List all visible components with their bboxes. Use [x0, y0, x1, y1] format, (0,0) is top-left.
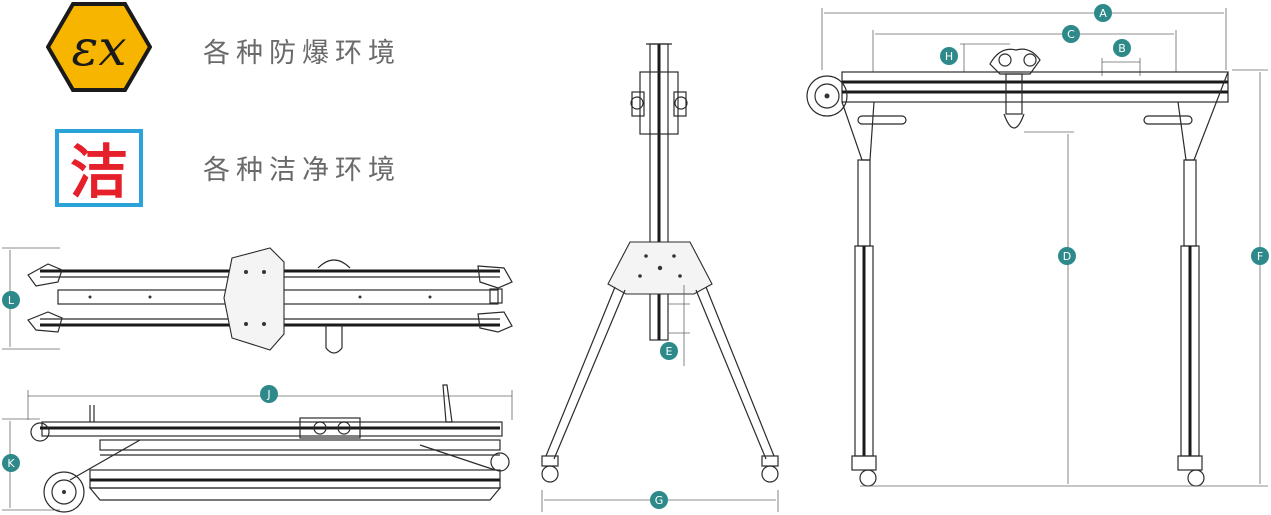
svg-text:F: F: [1257, 250, 1263, 263]
svg-text:C: C: [1067, 28, 1075, 41]
front-view: [806, 8, 1268, 487]
folded-top-view: [2, 247, 513, 354]
ex-symbol-text: εx: [71, 19, 126, 77]
marker-l: L: [2, 291, 20, 309]
svg-text:A: A: [1099, 7, 1107, 20]
marker-c: C: [1062, 25, 1080, 43]
svg-text:B: B: [1118, 42, 1126, 55]
svg-text:J: J: [266, 388, 270, 401]
svg-text:E: E: [666, 345, 673, 358]
marker-f: F: [1251, 247, 1269, 265]
explosion-proof-icon: εx: [46, 2, 152, 92]
svg-text:D: D: [1063, 250, 1071, 263]
marker-g: G: [650, 491, 668, 509]
svg-text:L: L: [8, 294, 15, 307]
marker-e: E: [660, 342, 678, 360]
clean-symbol-text: 洁: [70, 138, 128, 206]
svg-text:H: H: [945, 50, 953, 63]
cleanroom-icon: 洁: [55, 129, 143, 207]
end-view: [541, 43, 779, 512]
svg-text:G: G: [655, 494, 664, 507]
marker-k: K: [2, 454, 20, 472]
folded-side-view: [2, 384, 513, 513]
ex-caption: 各种防爆环境: [203, 38, 401, 69]
marker-d: D: [1058, 247, 1076, 265]
clean-caption: 各种洁净环境: [203, 155, 401, 186]
marker-b: B: [1113, 39, 1131, 57]
marker-h: H: [940, 47, 958, 65]
marker-a: A: [1094, 4, 1112, 22]
svg-text:K: K: [7, 457, 15, 470]
marker-j: J: [260, 385, 278, 403]
